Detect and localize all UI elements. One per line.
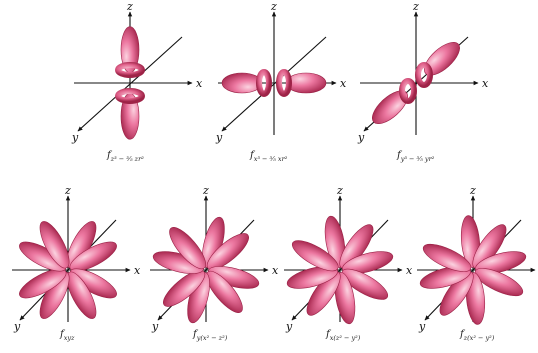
orbital-panel-fxyz: z x y xyxy=(12,184,141,333)
z-axis-label: z xyxy=(126,0,133,13)
y-axis-label: y xyxy=(285,320,293,333)
y-axis xyxy=(19,219,117,321)
orbital-panel-fy3: z x y xyxy=(357,0,489,144)
x-axis-label: x xyxy=(406,264,413,277)
z-axis-label: z xyxy=(270,0,277,13)
y-axis-label: y xyxy=(357,131,365,144)
x-axis-label: x xyxy=(272,264,279,277)
lobe-1 xyxy=(324,215,346,268)
lobe-3 xyxy=(342,251,394,274)
torus-front xyxy=(399,78,417,104)
lobe-2 xyxy=(339,224,374,269)
lobe-6 xyxy=(163,270,206,307)
orbital-panel-fyx2z2: z x y xyxy=(150,184,279,333)
lobe-2 xyxy=(69,241,117,272)
z-axis-label: z xyxy=(336,184,343,197)
lobe-back xyxy=(424,42,460,76)
lobe-2 xyxy=(472,224,507,269)
orbital-label-fyx2z2: fy(x² − z²) xyxy=(193,329,228,342)
lobe-7 xyxy=(419,266,471,289)
y-axis xyxy=(221,36,327,132)
x-axis-label: x xyxy=(134,264,141,277)
torus-back xyxy=(415,62,433,88)
y-axis-label: y xyxy=(418,320,426,333)
orbital-panel-fzx2y2: zxy xyxy=(417,184,536,333)
lobe-5 xyxy=(334,272,356,325)
y-axis-label: y xyxy=(13,320,21,333)
torus-left xyxy=(256,69,272,97)
orbital-label-fx3: fx³ − ³⁄₅ xr² xyxy=(250,150,288,163)
lobe-8 xyxy=(291,240,339,272)
lobe-6 xyxy=(19,268,67,299)
x-axis-label: x xyxy=(340,77,347,90)
lobe-3 xyxy=(475,251,527,274)
x-axis-label: x xyxy=(196,77,203,90)
lobe-8 xyxy=(169,227,206,270)
z-axis-label: z xyxy=(64,184,71,197)
lobe-4 xyxy=(206,270,243,313)
orbital-label-fxyz: fxyz xyxy=(60,329,75,342)
orbital-label-fy3: fy³ − ³⁄₅ yr² xyxy=(397,150,435,163)
lobe-2 xyxy=(206,233,249,270)
orbital-label-fxz2y2: fx(z² − y²) xyxy=(326,329,361,342)
lobe-6 xyxy=(306,271,341,316)
lobe-6 xyxy=(439,271,474,316)
orbital-label-fz3: fz³ − ³⁄₅ zr² xyxy=(107,150,144,163)
lobe-4 xyxy=(66,271,97,319)
torus-upper xyxy=(115,62,145,78)
z-axis-label: z xyxy=(202,184,209,197)
z-axis-label: z xyxy=(469,184,476,197)
orbital-panel-fxz2y2: z x y xyxy=(284,184,413,333)
torus-lower xyxy=(115,88,145,104)
y-axis xyxy=(77,36,183,132)
lobe-front xyxy=(372,90,408,124)
lobe-8 xyxy=(422,243,472,272)
torus-right xyxy=(276,69,292,97)
x-axis-label: x xyxy=(482,77,489,90)
lobe-4 xyxy=(341,268,389,300)
orbital-label-fzx2y2: fz(x² − y²) xyxy=(460,329,495,342)
orbital-panel-fx3: z x y xyxy=(215,0,347,144)
y-axis-label: y xyxy=(71,131,79,144)
orbital-panel-fz3: z x y xyxy=(71,0,203,144)
lobe-4 xyxy=(474,268,524,297)
y-axis-label: y xyxy=(215,131,223,144)
y-axis-label: y xyxy=(151,320,159,333)
lobe-7 xyxy=(286,266,338,289)
z-axis-label: z xyxy=(412,0,419,13)
lobe-8 xyxy=(39,221,70,269)
